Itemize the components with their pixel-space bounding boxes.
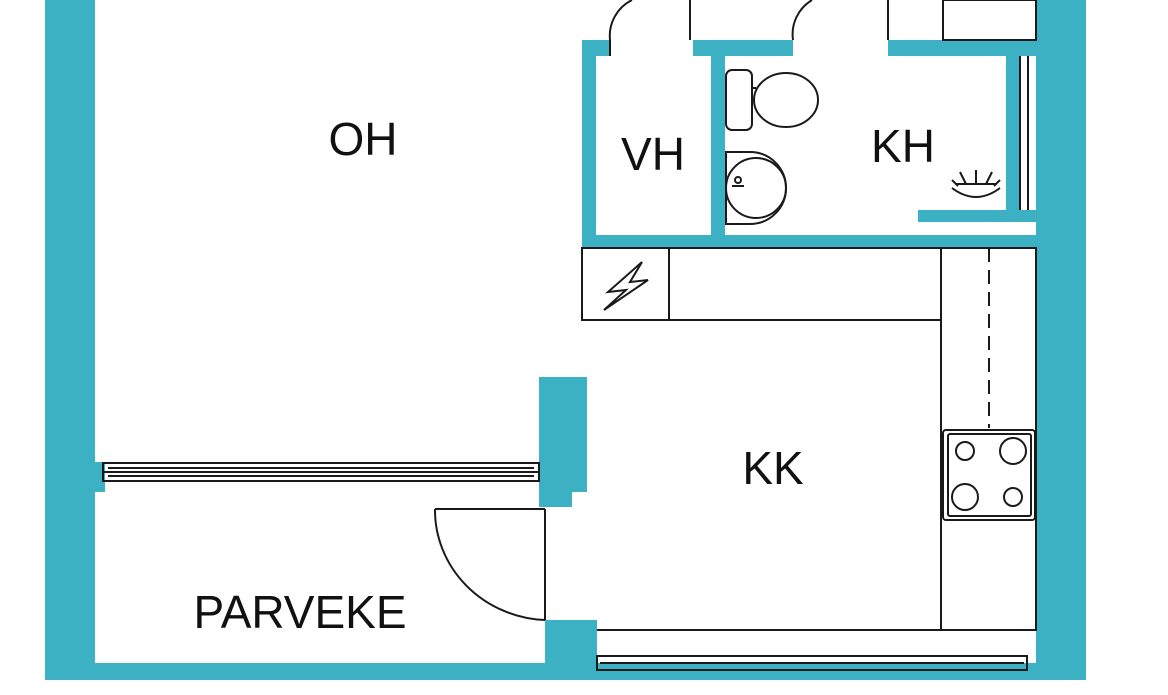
wall-oh-balcony-left [95,462,105,492]
room-label-oh: OH [329,113,398,165]
room-label-kk: KK [742,442,804,494]
wall-vh-kh [711,40,725,248]
electric-panel-icon [603,261,649,311]
wall-vh-left [582,40,596,248]
room-label-parveke: PARVEKE [193,586,406,638]
wall-column-lower [539,492,572,507]
wall-kh-right [1006,40,1020,210]
toilet-icon [725,69,819,131]
wall-kh-top [693,40,793,56]
door-kh [791,0,813,41]
room-label-vh: VH [621,128,685,180]
shower-icon [951,170,1001,198]
room-label-kh: KH [871,120,935,172]
washbasin-icon [725,151,787,225]
wall-right [1036,0,1086,680]
wall-bath-bottom [582,235,1036,248]
utility-cabinet [581,247,942,321]
wall-kh-right-ledge [918,210,1036,222]
window-kk [596,655,1028,671]
wall-column [539,377,587,492]
parveke-door [433,508,546,621]
fixture-lines [102,0,1037,671]
window-oh [102,462,540,482]
wall-parveke-right [545,620,597,680]
closet-top [942,0,1037,41]
wall-left [45,0,95,680]
kitchen-counter [940,247,1037,631]
stove-icon [942,429,1036,521]
door-vh [608,0,633,41]
wall-kh-top-right [888,40,1036,56]
walls [45,0,1086,680]
